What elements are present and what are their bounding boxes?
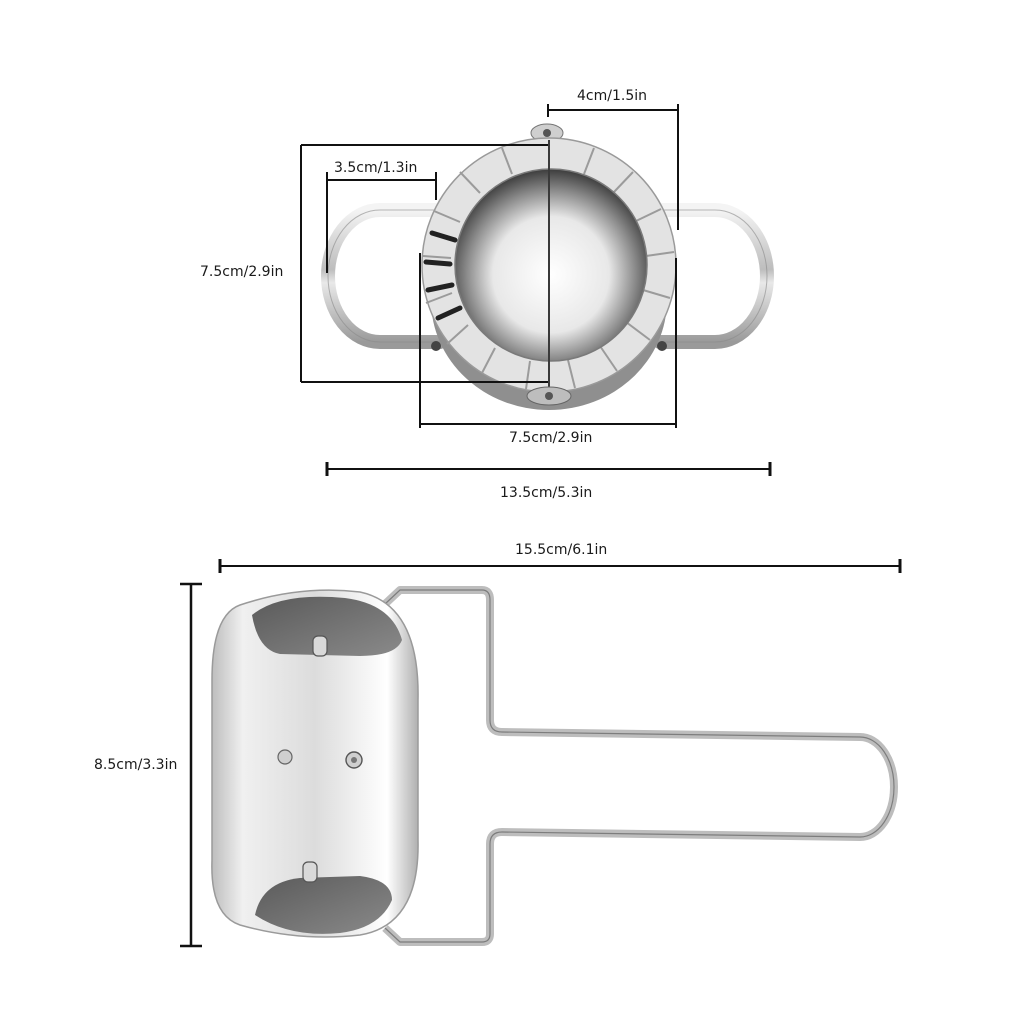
wire-handle xyxy=(382,586,898,946)
inner-bowl xyxy=(454,168,648,362)
mold-height-label: 7.5cm/2.9in xyxy=(200,264,284,280)
press-plate xyxy=(211,589,419,938)
top-tab xyxy=(312,635,328,657)
rivet-left xyxy=(277,749,293,765)
cutter-blade-height-label: 8.5cm/3.3in xyxy=(94,757,178,773)
mold-handle-loop-width-label: 3.5cm/1.3in xyxy=(334,160,418,176)
mold-dimension-lines xyxy=(300,104,772,476)
mold-handle-offset-label: 4cm/1.5in xyxy=(577,88,647,104)
cutter-total-length-label: 15.5cm/6.1in xyxy=(515,542,608,558)
mold-total-width-label: 13.5cm/5.3in xyxy=(500,485,593,501)
top-dark-patch xyxy=(252,596,402,656)
rim-dark-ridges xyxy=(423,230,463,321)
bottom-tab xyxy=(302,861,318,883)
cutter-dimension-lines xyxy=(180,559,902,948)
mold-diameter-label: 7.5cm/2.9in xyxy=(509,430,593,446)
bottom-dark-patch xyxy=(255,876,392,934)
dough-cutter-illustration xyxy=(211,586,898,946)
